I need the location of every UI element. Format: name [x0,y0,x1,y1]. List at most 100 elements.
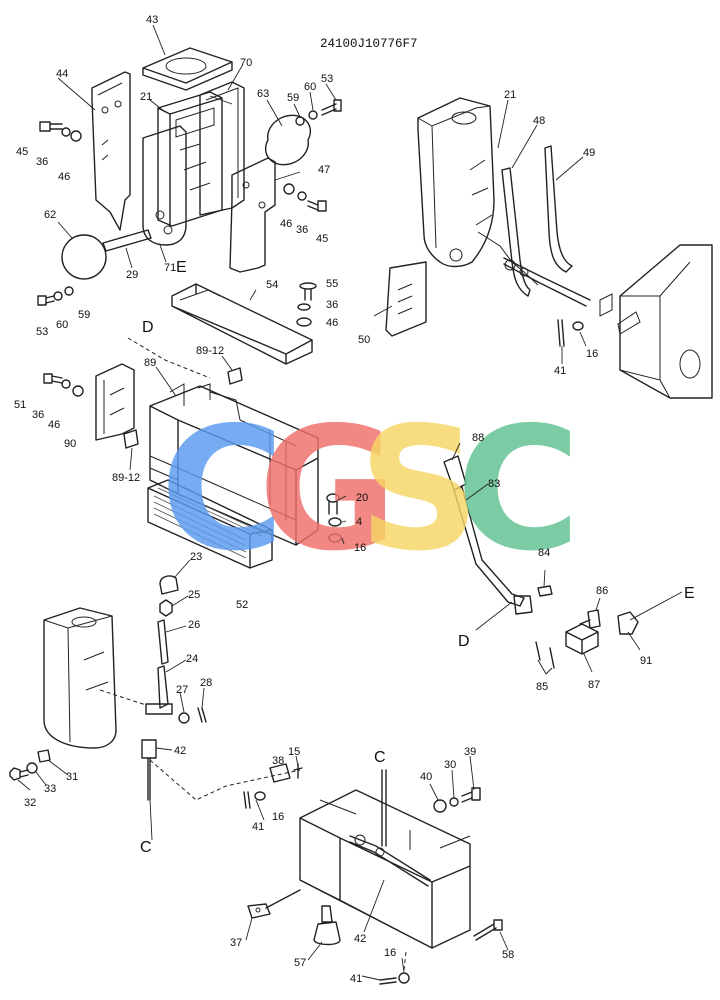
label-38: 38 [272,755,284,767]
reference-letter-e-lower: E [684,585,695,602]
part-43-hole [165,57,207,75]
phantom-link-lower [99,689,301,801]
label-49: 49 [583,147,595,159]
part-59-washer-top [295,116,305,126]
label-86: 86 [596,585,608,597]
label-31: 31 [66,771,78,783]
part-44-side-plate [91,71,131,231]
label-46-right: 46 [280,218,292,230]
label-46-base: 46 [48,419,60,431]
part-86-screw [579,609,601,629]
label-91: 91 [640,655,652,667]
part-60-washer-bottom [53,291,63,301]
drawing-code: 24100J10776F7 [320,37,418,51]
lower-base-frame [299,789,471,949]
part-45-bolt-left [39,121,63,132]
label-41-lower-a: 41 [252,821,264,833]
label-37: 37 [230,937,242,949]
reference-letter-d-upper: D [142,319,154,336]
part-53-bolt-bottom [37,295,55,306]
part-27-washer [178,712,190,724]
label-4: 4 [356,516,362,528]
part-47-side-plate [229,157,276,273]
part-25-nut [159,599,173,617]
part-89-12-spacer-a [227,367,243,385]
part-36-washer-cover [297,303,311,311]
label-16-base: 16 [354,542,366,554]
label-47: 47 [318,164,330,176]
label-84: 84 [538,547,550,559]
part-51-bolt [43,373,63,384]
part-41-pin-lower-a [243,791,251,809]
part-38-block [269,763,291,783]
label-90: 90 [64,438,76,450]
label-50: 50 [358,334,370,346]
label-54: 54 [266,279,278,291]
part-24-lever [145,665,173,715]
part-40-washer [433,799,447,813]
label-71: 71 [164,262,176,274]
part-16-washer-lower-a [254,791,266,801]
label-43: 43 [146,14,158,26]
part-49-rod [544,145,573,273]
part-54-cover [171,283,313,365]
lever-end-bracket [513,595,533,615]
label-26: 26 [188,619,200,631]
part-89-12-spacer-b [123,429,139,449]
part-70-housing [199,81,245,216]
lower-right-base-assembly [243,763,503,985]
label-85: 85 [536,681,548,693]
label-83: 83 [488,478,500,490]
label-41-lower-b: 41 [350,973,362,985]
reference-line-d-lower [475,601,513,631]
part-89-base-frame [149,385,319,546]
label-27: 27 [176,684,188,696]
label-21-right: 21 [504,89,516,101]
part-16-washer-right [572,321,584,331]
part-84-screw [537,585,553,597]
part-50-plate [385,261,427,337]
label-21-left: 21 [140,91,152,103]
label-42-left: 42 [174,745,186,757]
label-36-base: 36 [32,409,44,421]
part-46-washer-cover [296,317,312,327]
part-16-washer-base [328,533,342,543]
lower-left-linkage-assembly [9,575,301,801]
label-57: 57 [294,957,306,969]
part-60-washer-top [308,110,318,120]
part-45-bolt-right [307,200,327,212]
label-16-lower-a: 16 [272,811,284,823]
label-70: 70 [240,57,252,69]
part-46-washer-left [70,130,82,142]
label-48: 48 [533,115,545,127]
vertical-rod-c [381,769,387,847]
label-44: 44 [56,68,68,80]
label-23: 23 [190,551,202,563]
middle-base-assembly [43,337,342,569]
mounting-housing [619,244,713,399]
part-90-bracket [95,363,135,441]
part-58-bolt [473,919,503,941]
part-36-washer-base [61,379,71,389]
part-33-washer [26,762,38,774]
label-59-top: 59 [287,92,299,104]
part-87-block [565,623,599,655]
label-39: 39 [464,746,476,758]
part-62-cover-disc [61,234,107,280]
part-83-lever-rod [453,486,525,607]
label-32: 32 [24,797,36,809]
part-15-screw [293,763,303,779]
label-20: 20 [356,492,368,504]
part-36-washer-left [61,127,71,137]
part-37-clevis [247,889,301,919]
label-29: 29 [126,269,138,281]
label-15: 15 [288,746,300,758]
label-52: 52 [236,599,248,611]
part-53-bolt-top [321,99,342,116]
label-36-right: 36 [296,224,308,236]
part-55-screw [299,282,317,301]
upper-left-lever-housing-assembly [37,47,342,365]
label-25: 25 [188,589,200,601]
label-28: 28 [200,677,212,689]
